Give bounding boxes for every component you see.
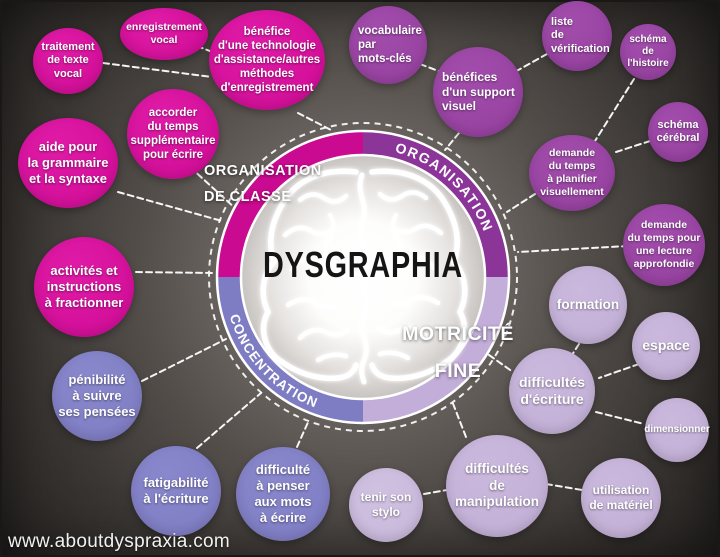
node-dimensionner: dimensionner xyxy=(644,398,710,462)
node-label: demande du temps à planifier visuellemen… xyxy=(540,147,604,198)
connector-line xyxy=(297,112,334,132)
node-liste-de-verification: liste de vérification xyxy=(542,1,612,71)
connector-line xyxy=(595,411,645,425)
node-penibilite-pensees: pénibilité à suivre ses pensées xyxy=(52,351,142,441)
node-tenir-son-stylo: tenir son stylo xyxy=(349,468,423,542)
node-benefice-technologie: bénéfice d'une technologie d'assistance/… xyxy=(209,10,325,110)
node-label: difficultés de manipulation xyxy=(455,461,539,510)
node-label: dimensionner xyxy=(644,423,710,435)
node-benefices-support-visuel: bénéfices d'un support visuel xyxy=(433,47,523,137)
page-title: DYSGRAPHIA xyxy=(263,244,463,285)
connector-line xyxy=(135,271,214,274)
brain-gyri-path xyxy=(377,190,429,202)
connector-line xyxy=(512,53,548,74)
node-schema-cerebral: schéma cérébral xyxy=(648,102,708,162)
ring-quadrant-organisation xyxy=(363,131,509,277)
node-label: difficulté à penser aux mots à écrire xyxy=(254,462,312,525)
node-espace: espace xyxy=(632,312,700,380)
node-label: pénibilité à suivre ses pensées xyxy=(58,372,136,419)
connector-line xyxy=(117,191,223,222)
connector-line xyxy=(444,132,460,151)
node-demande-temps-planifier: demande du temps à planifier visuellemen… xyxy=(529,135,615,211)
brain-gyri-path xyxy=(392,223,444,236)
node-formation: formation xyxy=(549,266,627,344)
quadrant-ring xyxy=(215,129,511,425)
node-label: fatigabilité à l'écriture xyxy=(143,475,209,506)
brain-gyri-path xyxy=(390,213,404,267)
node-label: bénéfices d'un support visuel xyxy=(442,70,515,114)
ring-outer-edge xyxy=(215,129,511,425)
connector-line xyxy=(423,489,448,495)
connector-line xyxy=(615,140,651,153)
brain-illustration xyxy=(239,153,487,401)
ring-quadrant-motricite-fine xyxy=(363,277,509,423)
ring-quadrant-concentration xyxy=(217,277,363,423)
node-activites-a-fractionner: activités et instructions à fractionner xyxy=(34,237,134,337)
brain-gyri-path xyxy=(315,352,349,363)
brain-gyri-path xyxy=(377,350,411,361)
brain-gyri-path xyxy=(375,325,429,339)
node-label: accorder du temps supplémentaire pour éc… xyxy=(130,106,216,162)
ring-quadrant-organisation-de-classe xyxy=(217,131,363,277)
node-label: bénéfice d'une technologie d'assistance/… xyxy=(213,25,321,95)
node-label: difficultés d'écriture xyxy=(518,373,586,407)
connector-line xyxy=(517,245,629,253)
brain-gyri-path xyxy=(297,192,349,204)
node-enregistrement-vocal: enregistrement vocal xyxy=(120,8,208,60)
connector-line xyxy=(594,78,635,142)
node-schema-de-l-histoire: schéma de l'histoire xyxy=(620,24,676,80)
node-label: espace xyxy=(642,337,690,354)
node-difficultes-manipulation: difficultés de manipulation xyxy=(446,435,548,537)
brain-line-art xyxy=(260,168,468,385)
connector-lines xyxy=(102,45,651,495)
brain-central-fissure xyxy=(357,172,369,385)
quadrant-label-motricite-fine: MOTRICITÉ FINE xyxy=(402,323,514,382)
node-label: tenir son stylo xyxy=(360,490,412,519)
node-label: demande du temps pour une lecture approf… xyxy=(627,219,701,270)
connector-line xyxy=(451,400,467,438)
node-fatigabilite-ecriture: fatigabilité à l'écriture xyxy=(131,446,221,536)
connector-line xyxy=(545,483,583,491)
brain-gyri-path xyxy=(385,253,437,271)
node-label: schéma de l'histoire xyxy=(627,33,669,70)
connector-line xyxy=(598,363,640,379)
node-label: liste de vérification xyxy=(551,15,610,55)
node-demande-temps-lecture: demande du temps pour une lecture approf… xyxy=(623,204,705,286)
node-label: utilisation de matériel xyxy=(589,483,653,512)
brain-gyri-path xyxy=(289,255,341,273)
brain-gyri-path xyxy=(285,297,339,309)
node-label: schéma cérébral xyxy=(656,118,700,144)
node-label: aide pour la grammaire et la syntaxe xyxy=(27,139,109,186)
brain-gyri-path xyxy=(387,295,441,307)
connector-line xyxy=(419,63,442,73)
connector-line xyxy=(488,354,514,373)
node-traitement-de-texte-vocal: traitement de texte vocal xyxy=(33,28,103,94)
brain-gyri-path xyxy=(297,327,351,341)
node-vocabulaire-mots-cles: vocabulaire par mots-clés xyxy=(349,6,427,84)
connector-line xyxy=(102,62,213,78)
connector-line xyxy=(296,419,310,448)
brain-left-hemisphere xyxy=(260,168,359,382)
node-aide-grammaire-syntaxe: aide pour la grammaire et la syntaxe xyxy=(18,118,118,208)
brain-gyri-path xyxy=(282,225,334,238)
node-utilisation-materiel: utilisation de matériel xyxy=(581,458,661,538)
node-difficultes-ecriture: difficultés d'écriture xyxy=(509,348,595,434)
node-label: activités et instructions à fractionner xyxy=(44,263,124,310)
dashed-orbit-circle xyxy=(208,122,518,432)
brain-gyri-path xyxy=(322,213,336,267)
connector-line xyxy=(196,392,262,449)
node-label: traitement de texte vocal xyxy=(41,40,95,80)
quadrant-label-organisation-de-classe: ORGANISATION DE CLASSE xyxy=(204,163,322,205)
node-accorder-du-temps: accorder du temps supplémentaire pour éc… xyxy=(127,89,219,179)
brain-right-hemisphere xyxy=(369,168,468,382)
node-label: vocabulaire par mots-clés xyxy=(358,24,422,65)
node-label: enregistrement vocal xyxy=(126,21,202,46)
watermark-url: www.aboutdyspraxia.com xyxy=(8,531,231,552)
node-difficulte-penser-mots: difficulté à penser aux mots à écrire xyxy=(236,447,330,541)
connector-line xyxy=(141,338,227,382)
node-label: formation xyxy=(556,296,620,312)
connector-line xyxy=(506,193,536,213)
